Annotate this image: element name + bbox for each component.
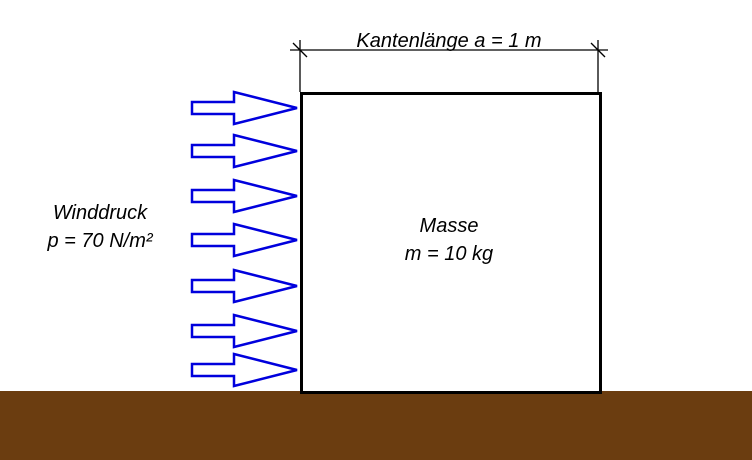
- cube-box: [300, 92, 602, 394]
- dimension-text: Kantenlänge a = 1 m: [356, 30, 542, 52]
- wind-label-value: p = 70 N/m²: [47, 230, 153, 252]
- mass-label-value: m = 10 kg: [404, 243, 494, 265]
- mass-label-title: Masse: [419, 215, 479, 237]
- wind-arrow: [190, 352, 298, 388]
- wind-label: Winddruck p = 70 N/m²: [20, 199, 180, 255]
- mass-label: Masse m = 10 kg: [300, 212, 598, 268]
- wind-arrow: [190, 178, 298, 214]
- wind-label-title: Winddruck: [52, 202, 148, 224]
- dimension-tick-left: [292, 42, 308, 58]
- dimension-tick-right: [590, 42, 606, 58]
- dimension-label: Kantenlänge a = 1 m: [300, 27, 598, 55]
- wind-arrow: [190, 268, 298, 304]
- wind-arrow: [190, 133, 298, 169]
- wind-arrow: [190, 313, 298, 349]
- wind-arrows: [190, 90, 298, 388]
- wind-arrow: [190, 222, 298, 258]
- ground: [0, 391, 752, 460]
- wind-arrow: [190, 90, 298, 126]
